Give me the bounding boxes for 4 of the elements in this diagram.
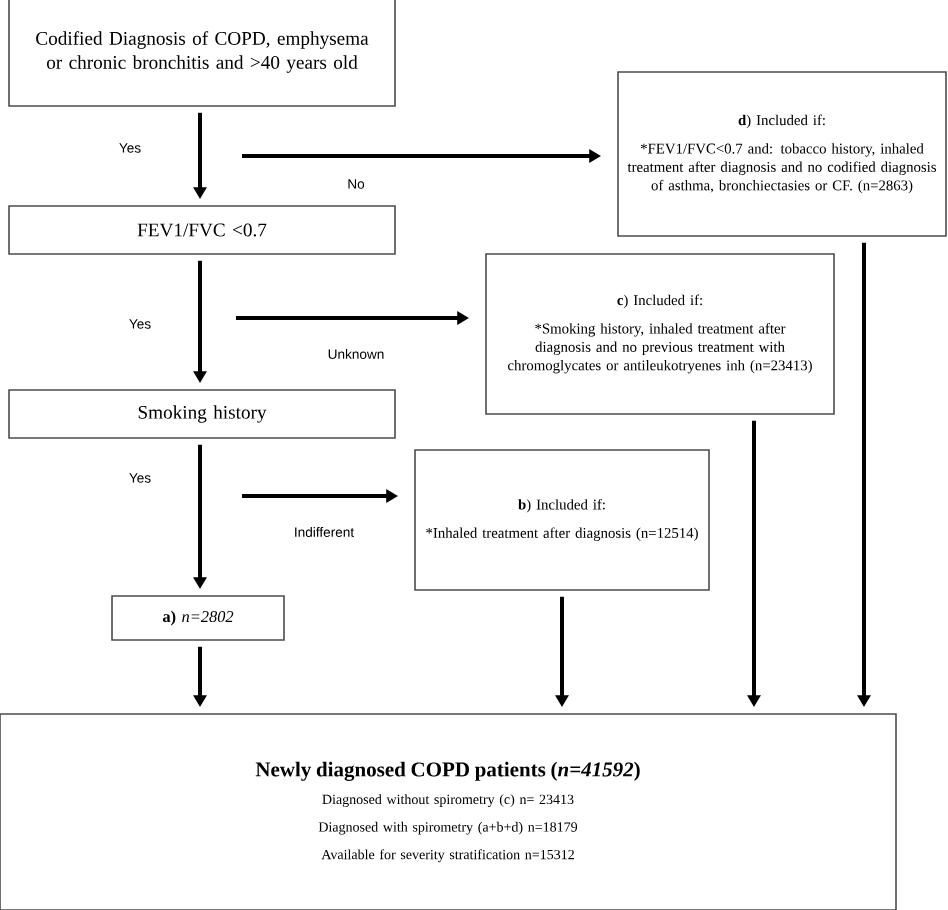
decision-box: Smoking history <box>8 389 396 439</box>
decision-box: Codified Diagnosis of COPD, emphysema or chronic bronchitis and >40 years old <box>8 0 396 107</box>
result-box: a) n=2802 <box>111 595 285 641</box>
decision-box: FEV1/FVC <0.7 <box>8 205 396 255</box>
